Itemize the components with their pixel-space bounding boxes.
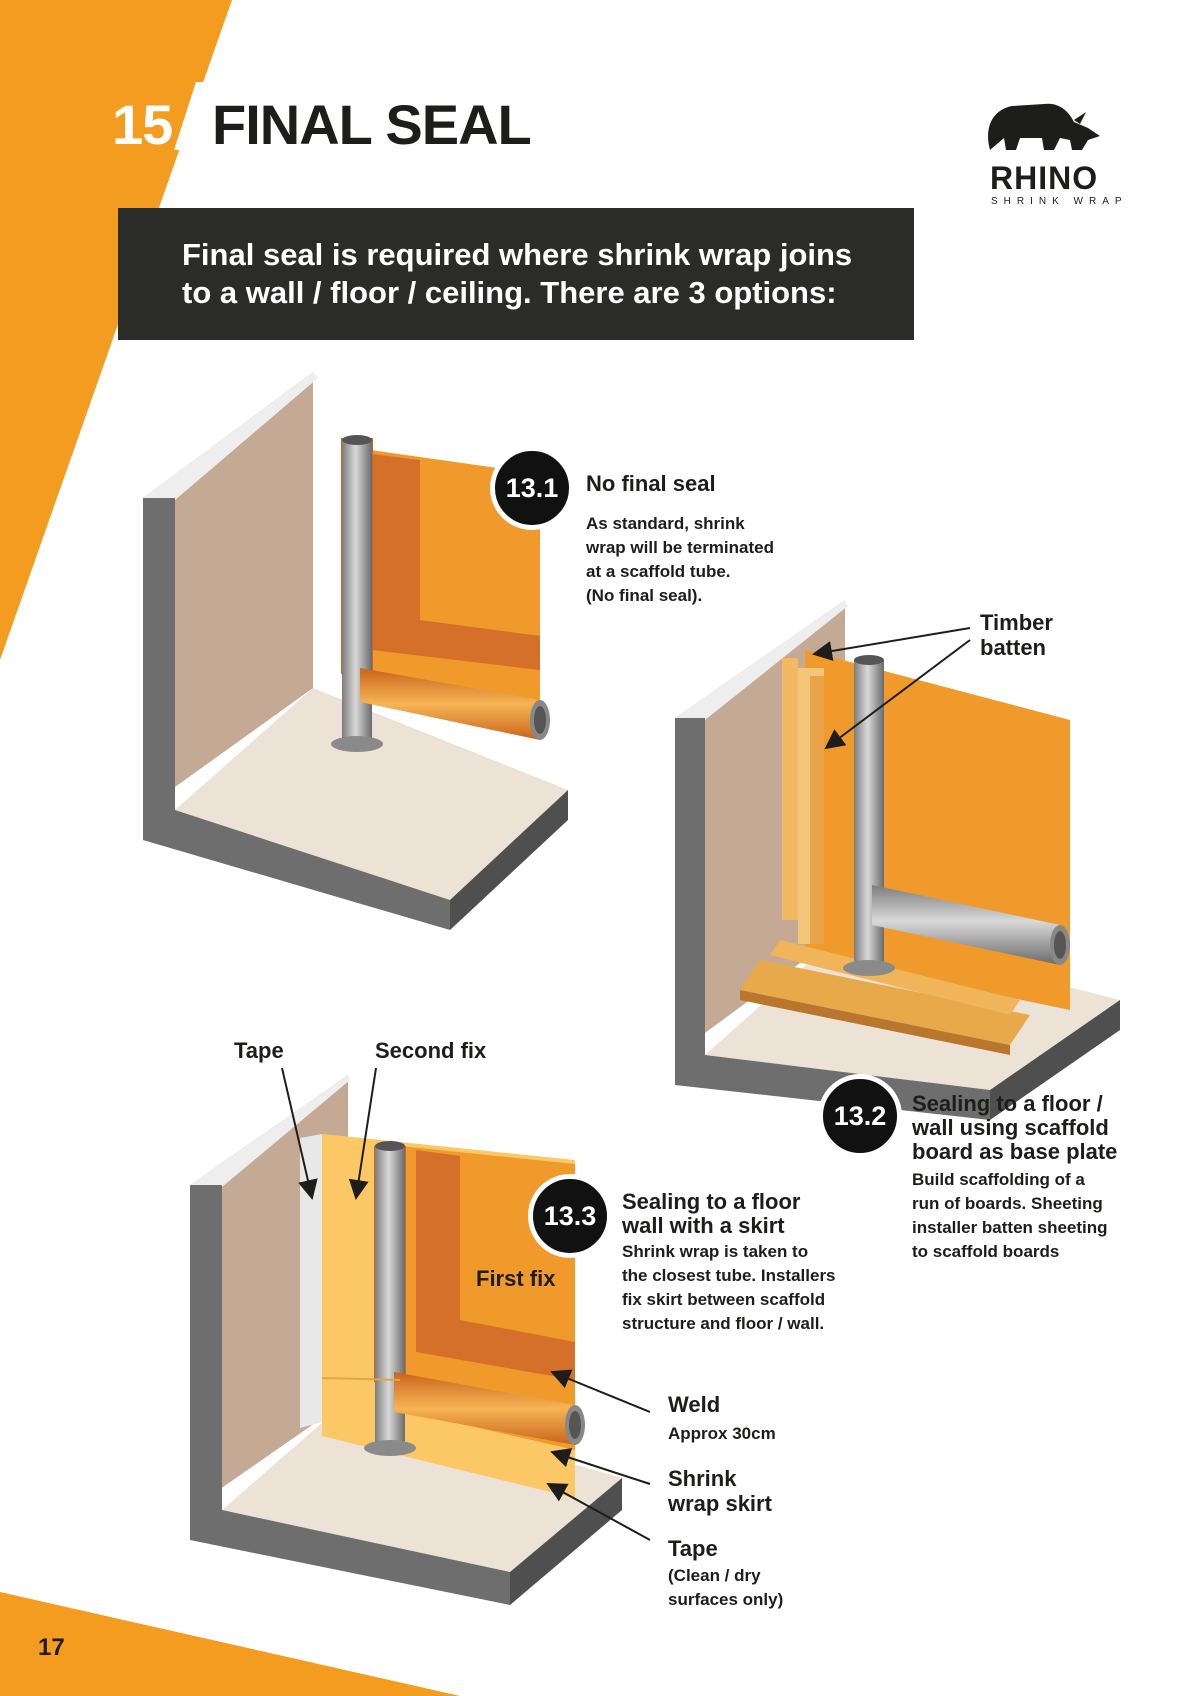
weld-label: Weld bbox=[668, 1392, 721, 1417]
skirt-label: Shrink wrap skirt bbox=[668, 1466, 772, 1516]
option2-line: to scaffold boards bbox=[912, 1242, 1060, 1261]
option1-line: As standard, shrink bbox=[586, 514, 745, 533]
first-fix-label: First fix bbox=[476, 1266, 556, 1291]
orange-corner-bottom bbox=[0, 1592, 460, 1696]
option1-description: As standard, shrink wrap will be termina… bbox=[586, 512, 774, 608]
tape-bottom-label: Tape bbox=[668, 1536, 718, 1561]
option3-line: structure and floor / wall. bbox=[622, 1314, 825, 1333]
badge-13-2: 13.2 bbox=[818, 1074, 902, 1158]
intro-panel bbox=[118, 208, 914, 340]
option2-line: run of boards. Sheeting bbox=[912, 1194, 1103, 1213]
weld-note: Approx 30cm bbox=[668, 1424, 776, 1443]
option1-heading: No final seal bbox=[586, 471, 716, 496]
option3-line: the closest tube. Installers bbox=[622, 1266, 836, 1285]
tape-note: (Clean / dry surfaces only) bbox=[668, 1566, 784, 1609]
scene-scaffold-board-base bbox=[675, 600, 1120, 1120]
second-fix-label: Second fix bbox=[375, 1038, 487, 1063]
badge-13-3: 13.3 bbox=[528, 1174, 612, 1258]
scene-no-final-seal bbox=[143, 372, 568, 930]
tape-top-label: Tape bbox=[234, 1038, 284, 1063]
page-number: 17 bbox=[38, 1634, 65, 1661]
timber-batten-label: Timber batten bbox=[980, 610, 1053, 660]
option2-description: Build scaffolding of a run of boards. Sh… bbox=[912, 1168, 1108, 1264]
orange-corner-left bbox=[0, 0, 232, 660]
option3-heading: Sealing to a floor wall with a skirt bbox=[622, 1189, 801, 1238]
intro-line: to a wall / floor / ceiling. There are 3… bbox=[182, 275, 837, 310]
option3-line: Shrink wrap is taken to bbox=[622, 1242, 809, 1261]
option3-line: fix skirt between scaffold bbox=[622, 1290, 826, 1309]
intro-line: Final seal is required where shrink wrap… bbox=[182, 237, 853, 272]
logo-wordmark: RHINO bbox=[990, 160, 1099, 196]
logo-tagline: SHRINK WRAP bbox=[991, 196, 1128, 207]
option2-line: installer batten sheeting bbox=[912, 1218, 1108, 1237]
option1-line: wrap will be terminated bbox=[586, 538, 774, 557]
intro-text: Final seal is required where shrink wrap… bbox=[182, 236, 902, 312]
option1-line: (No final seal). bbox=[586, 586, 703, 605]
rhino-logo-icon bbox=[988, 103, 1100, 150]
option1-line: at a scaffold tube. bbox=[586, 562, 731, 581]
scene-skirt-seal bbox=[190, 1067, 651, 1605]
badge-13-1: 13.1 bbox=[490, 446, 574, 530]
option3-description: Shrink wrap is taken to the closest tube… bbox=[622, 1240, 836, 1336]
page-title: FINAL SEAL bbox=[212, 93, 532, 156]
option2-line: Build scaffolding of a bbox=[912, 1170, 1085, 1189]
section-number: 15 bbox=[112, 93, 173, 156]
option2-heading: Sealing to a floor / wall using scaffold… bbox=[912, 1091, 1118, 1164]
